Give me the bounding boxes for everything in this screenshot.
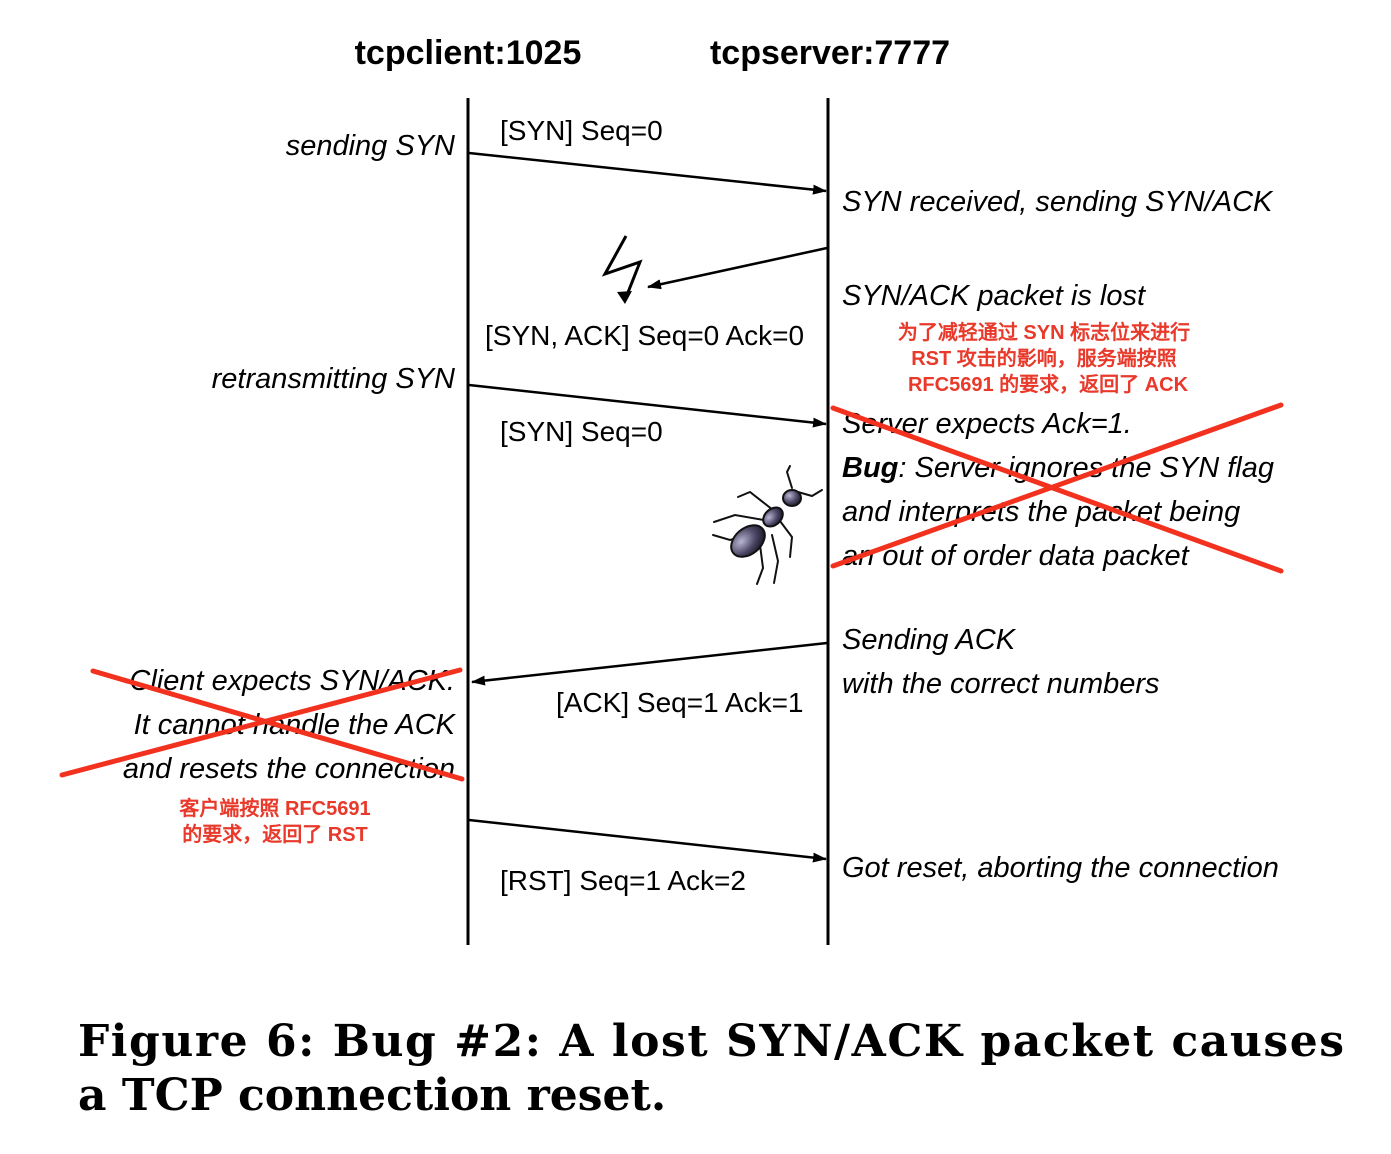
lightning-icon (605, 236, 640, 304)
rst-arrow (469, 820, 826, 859)
synack-arrow-lost (648, 248, 827, 287)
sending-ack-note-line-1: Sending ACK (842, 624, 1017, 656)
server-participant-label: tcpserver:7777 (710, 34, 950, 72)
bug-word: Bug (842, 452, 899, 484)
syn-message-label-2: [SYN] Seq=0 (500, 416, 663, 447)
syn-received-note: SYN received, sending SYN/ACK (842, 186, 1274, 218)
server-annotation-line-3: RFC5691 的要求，返回了 ACK (908, 372, 1189, 396)
retransmitting-syn-note: retransmitting SYN (212, 363, 455, 395)
syn-message-label-1: [SYN] Seq=0 (500, 115, 663, 146)
sending-syn-note: sending SYN (286, 130, 455, 162)
caption-line-2: a TCP connection reset. (78, 1070, 666, 1121)
server-annotation-line-1: 为了减轻通过 SYN 标志位来进行 (898, 320, 1190, 344)
sending-ack-note-line-2: with the correct numbers (842, 668, 1160, 700)
client-annotation-line-2: 的要求，返回了 RST (182, 822, 368, 846)
synack-lost-note: SYN/ACK packet is lost (842, 280, 1147, 312)
bug-note-line-1-rest: : Server ignores the SYN flag (898, 452, 1274, 484)
client-annotation-line-1: 客户端按照 RFC5691 (178, 796, 370, 820)
client-expects-note-line-3: and resets the connection (123, 753, 455, 785)
synack-message-label: [SYN, ACK] Seq=0 Ack=0 (485, 320, 804, 351)
client-participant-label: tcpclient:1025 (355, 34, 582, 72)
bug-note-line-2: and interprets the packet being (842, 496, 1240, 528)
bug-note-line-1: Bug: Server ignores the SYN flag (842, 452, 1274, 484)
got-reset-note: Got reset, aborting the connection (842, 852, 1279, 884)
rst-message-label: [RST] Seq=1 Ack=2 (500, 865, 746, 896)
ack-message-label: [ACK] Seq=1 Ack=1 (556, 687, 804, 718)
server-expects-note: Server expects Ack=1. (842, 408, 1132, 440)
caption-line-1: Figure 6: Bug #2: A lost SYN/ACK packet … (78, 1016, 1344, 1067)
ant-bug-icon (713, 466, 822, 584)
server-annotation-line-2: RST 攻击的影响，服务端按照 (911, 346, 1177, 370)
ack-arrow (472, 643, 827, 682)
client-expects-note-line-1: Client expects SYN/ACK. (129, 665, 455, 697)
syn-arrow-1 (469, 153, 826, 191)
